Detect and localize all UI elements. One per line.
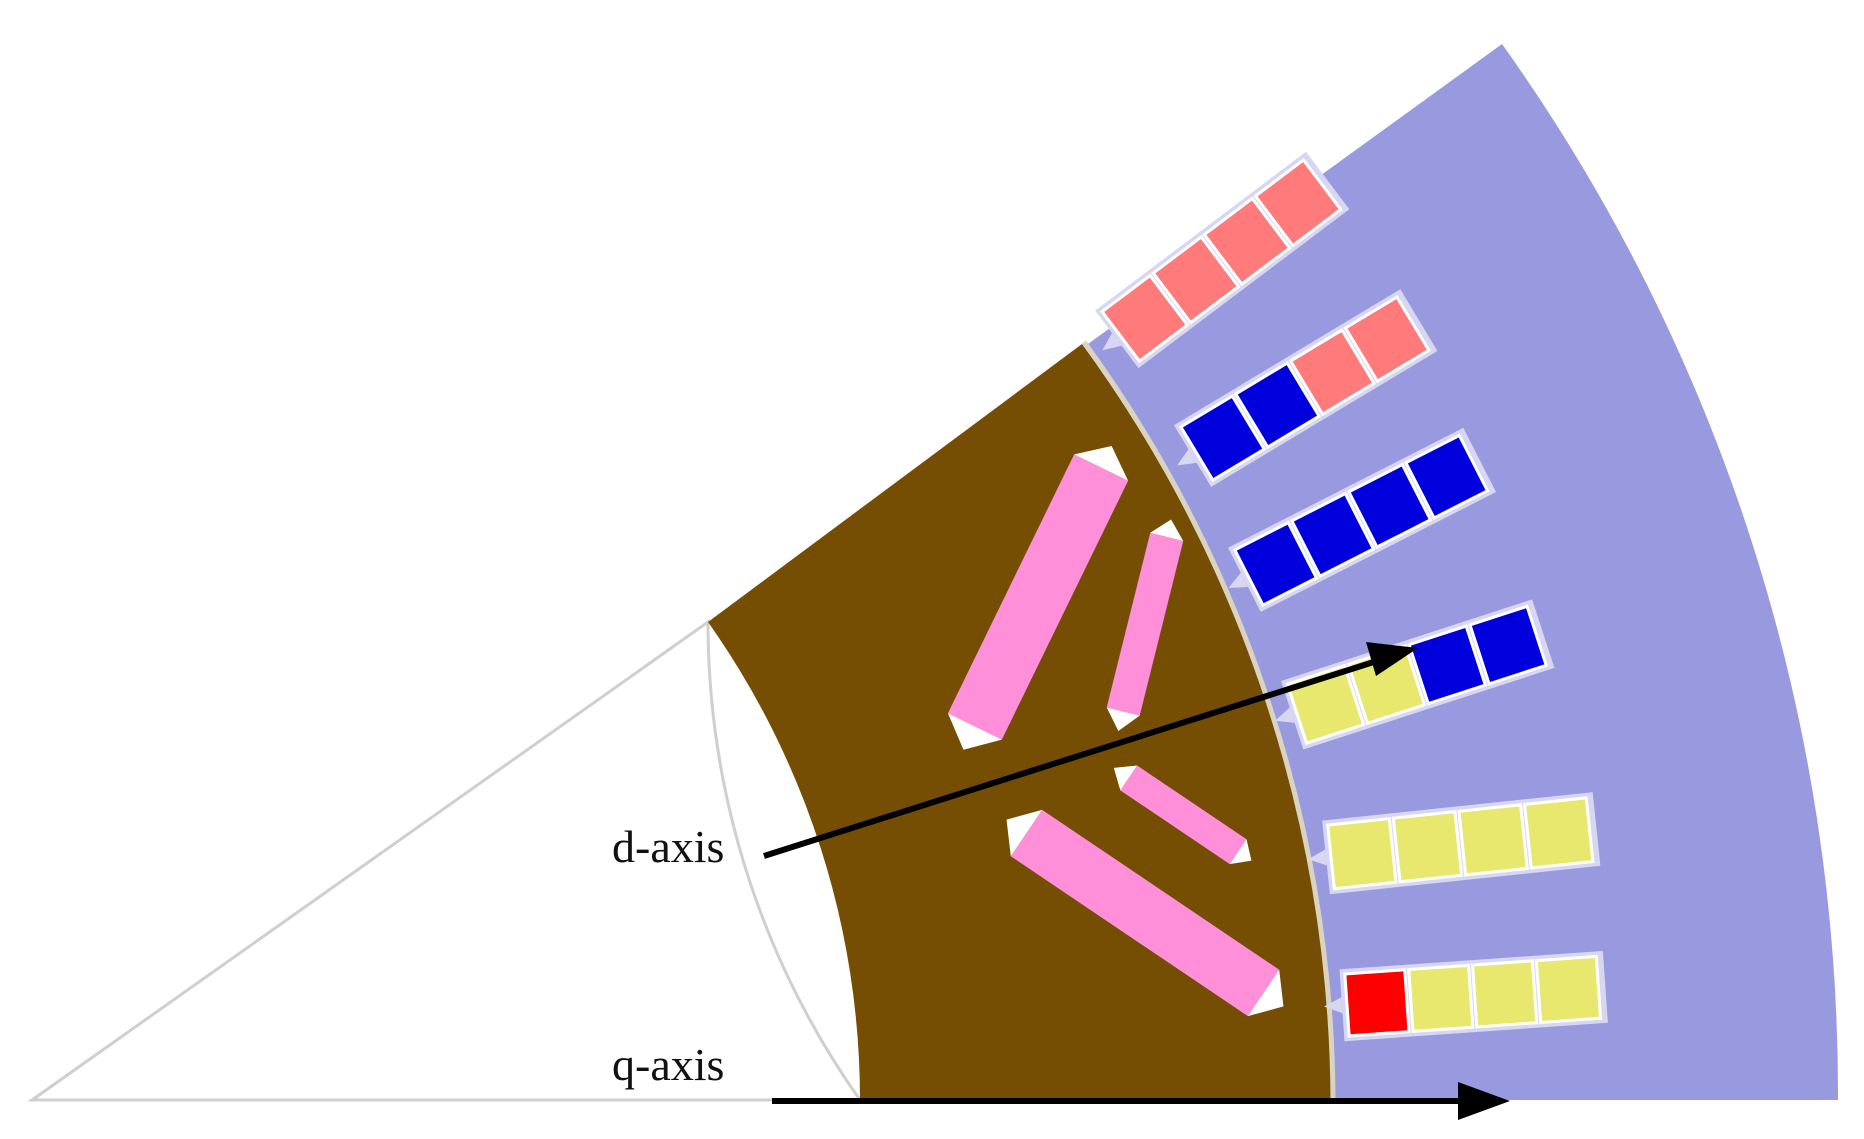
slot-5 [1174, 289, 1438, 487]
coil-blue [1232, 520, 1319, 608]
slot-6 [1095, 151, 1350, 369]
coil-yellow [1522, 796, 1595, 870]
air-gap-line [1081, 340, 1336, 1101]
coil-blue [1346, 462, 1433, 550]
coil-blue [1178, 393, 1267, 483]
slot-opening [1308, 849, 1327, 866]
coil-blue [1407, 624, 1488, 706]
coil-red-light [1343, 295, 1431, 384]
stator-slots [1095, 151, 1608, 1042]
q-axis-label: q-axis [612, 1039, 724, 1090]
coil-blue [1289, 491, 1376, 579]
coil-yellow [1457, 803, 1529, 877]
slot-opening [1228, 572, 1249, 588]
magnet-outer-upper [947, 446, 1129, 750]
d-axis-arrow [763, 642, 1418, 859]
shaft-sector-outline [27, 619, 863, 1102]
q-axis-arrow [772, 1082, 1510, 1120]
d-axis-label: d-axis [612, 821, 724, 872]
coil-blue [1233, 360, 1322, 450]
magnet-outer-lower [1006, 809, 1284, 1017]
magnet-inner-lower [1113, 765, 1252, 865]
slot-opening [1324, 997, 1343, 1014]
slot-opening [1102, 333, 1122, 351]
coil-red-light [1288, 328, 1377, 417]
rotor-magnets [947, 446, 1284, 1017]
stator-core [1088, 44, 1839, 1100]
magnet-inner-upper [1106, 519, 1184, 731]
coil-blue [1403, 433, 1490, 521]
coil-red-light [1151, 234, 1241, 325]
slot-opening [1275, 707, 1295, 723]
coil-yellow [1326, 816, 1398, 891]
coil-red-light [1100, 273, 1190, 364]
slot-2 [1308, 792, 1601, 895]
coil-yellow [1470, 959, 1539, 1029]
coil-yellow [1407, 963, 1475, 1033]
coil-red-light [1253, 157, 1343, 248]
coil-yellow [1534, 954, 1603, 1025]
coil-blue [1468, 604, 1549, 686]
coil-yellow [1391, 810, 1464, 884]
slot-opening [1177, 449, 1197, 466]
coil-red [1343, 968, 1411, 1038]
coil-red-light [1202, 196, 1292, 287]
slot-1 [1324, 950, 1608, 1042]
slot-4 [1228, 427, 1497, 612]
